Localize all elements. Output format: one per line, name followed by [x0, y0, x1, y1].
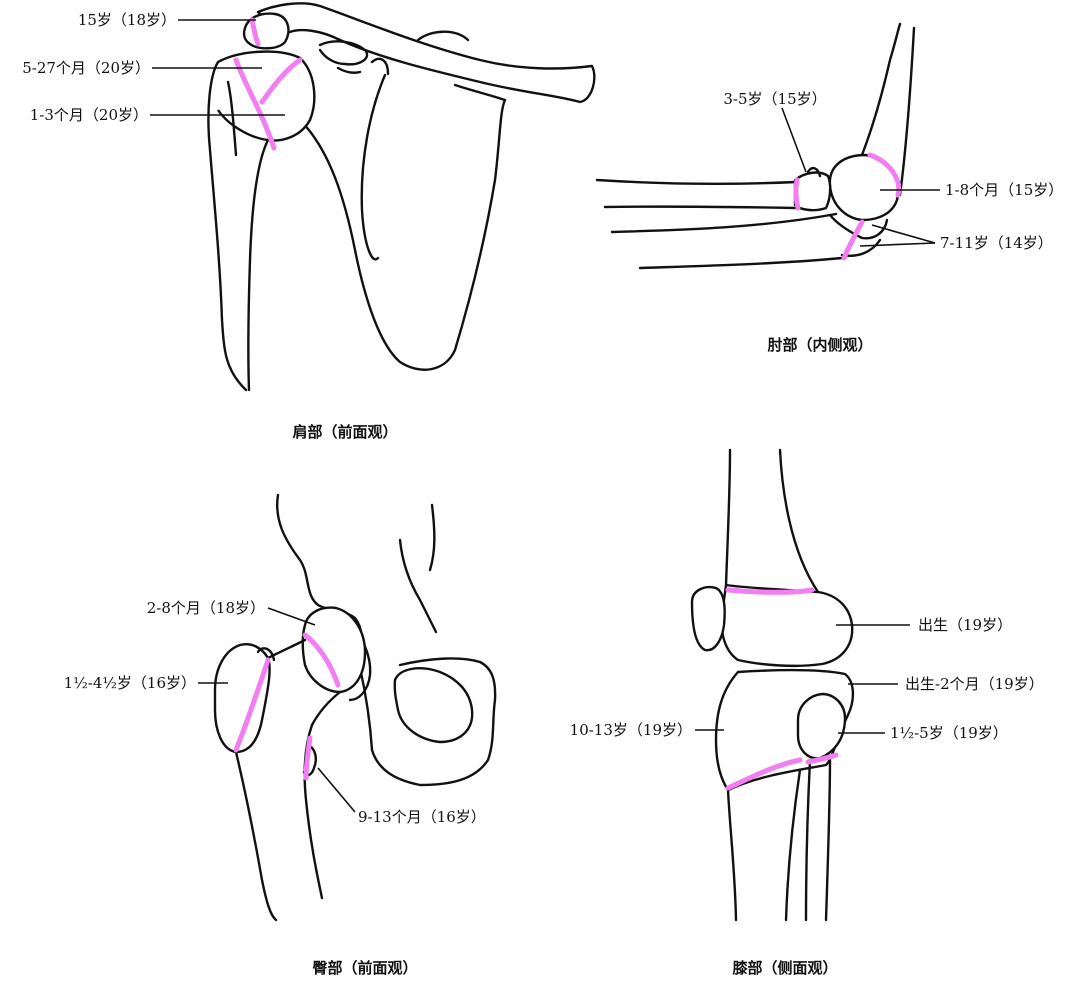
elbow-leader-3a [871, 224, 936, 244]
obturator-foramen [393, 667, 474, 744]
pelvis-crest [428, 503, 436, 572]
hip-label-trochanter: 1½-4½岁（16岁） [64, 674, 196, 692]
knee-label-tuberosity: 10-13岁（19岁） [570, 721, 692, 739]
humerus-groove [226, 80, 238, 157]
knee-fibula-left [804, 758, 812, 922]
shoulder-plate-acromion [249, 17, 261, 47]
glenoid [416, 30, 470, 42]
hip-plate-head [302, 632, 341, 688]
greater-trochanter [213, 643, 271, 754]
elbow-label-epicondyle: 1-8个月（15岁） [945, 181, 1063, 199]
knee-femur-left [724, 448, 732, 587]
elbow-radius-notch [806, 166, 822, 178]
shoulder-label-head: 1-3个月（20岁） [30, 106, 148, 124]
shoulder-label-acromion: 15岁（18岁） [78, 11, 176, 29]
knee-plate-tibia [725, 757, 803, 791]
forearm-line-2 [603, 205, 798, 210]
hip-leader-3 [317, 767, 356, 813]
clavicle [256, 2, 596, 104]
knee-panel: 出生（19岁） 出生-2个月（19岁） 10-13岁（19岁） 1½-5岁（19… [570, 448, 1044, 977]
trochanter-notch [256, 647, 276, 662]
hip-plate-trochanter [233, 657, 271, 753]
knee-femur-right [778, 448, 820, 594]
femoral-head [301, 606, 367, 694]
humerus-shaft [207, 60, 248, 392]
knee-fibula-right [824, 758, 832, 922]
knee-plate-femur [725, 587, 815, 595]
coracoid-tip [336, 57, 390, 76]
scapula-spine [360, 73, 387, 261]
forearm-line-1 [595, 178, 798, 185]
elbow-leader-3b [859, 242, 936, 247]
coracoid [318, 40, 369, 66]
elbow-caption: 肘部（内侧观） [767, 336, 872, 354]
knee-plate-fibula [805, 752, 839, 765]
elbow-panel: 3-5岁（15岁） 1-8个月（15岁） 7-11岁（14岁） 肘部（内侧观） [595, 22, 1063, 354]
pelvis-inner [398, 538, 438, 634]
hip-leader-1 [267, 607, 316, 626]
femur-shaft-left [234, 750, 278, 922]
knee-label-femur: 出生（19岁） [918, 616, 1012, 634]
elbow-radius-head [793, 171, 832, 212]
hip-label-head: 2-8个月（18岁） [147, 599, 265, 617]
knee-tibia-right [784, 768, 802, 922]
knee-patella [690, 586, 726, 652]
shoulder-label-tuberosity: 5-27个月（20岁） [22, 59, 150, 77]
humerus-shaft-right [247, 138, 270, 392]
scapula-outline [298, 83, 507, 371]
shoulder-caption: 肩部（前面观） [292, 423, 397, 441]
elbow-leader-1 [781, 107, 807, 173]
elbow-humerus-right [898, 26, 916, 197]
elbow-label-olecranon: 7-11岁（14岁） [940, 234, 1053, 252]
forearm-line-4 [638, 256, 844, 270]
hip-label-lesser: 9-13个月（16岁） [358, 808, 486, 826]
pelvis-outline [276, 493, 497, 787]
knee-label-tibia-head: 出生-2个月（19岁） [905, 675, 1044, 693]
hip-caption: 臀部（前面观） [312, 959, 417, 977]
forearm-line-3 [610, 212, 838, 234]
knee-label-fibula: 1½-5岁（19岁） [890, 724, 1008, 742]
shoulder-plate-tuberosity [259, 57, 303, 105]
knee-caption: 膝部（侧面观） [732, 959, 837, 977]
shoulder-panel: 15岁（18岁） 5-27个月（20岁） 1-3个月（20岁） 肩部（前面观） [22, 2, 596, 441]
elbow-olecranon [828, 213, 889, 240]
knee-fibula-head [796, 692, 847, 760]
femur-neck-upper [266, 638, 307, 660]
elbow-plate-olecranon [841, 219, 865, 261]
elbow-plate-epicondyle [867, 152, 902, 198]
knee-femoral-condyle [720, 583, 854, 668]
elbow-plate-radius [793, 177, 801, 211]
hip-plate-lesser [303, 735, 313, 781]
elbow-humerus-left [858, 22, 902, 162]
elbow-label-radius: 3-5岁（15岁） [723, 90, 826, 108]
femur-neck-lower [310, 690, 342, 727]
hip-panel: 2-8个月（18岁） 1½-4½岁（16岁） 9-13个月（16岁） 臀部（前面… [64, 493, 497, 977]
knee-tibia-left [726, 788, 738, 922]
